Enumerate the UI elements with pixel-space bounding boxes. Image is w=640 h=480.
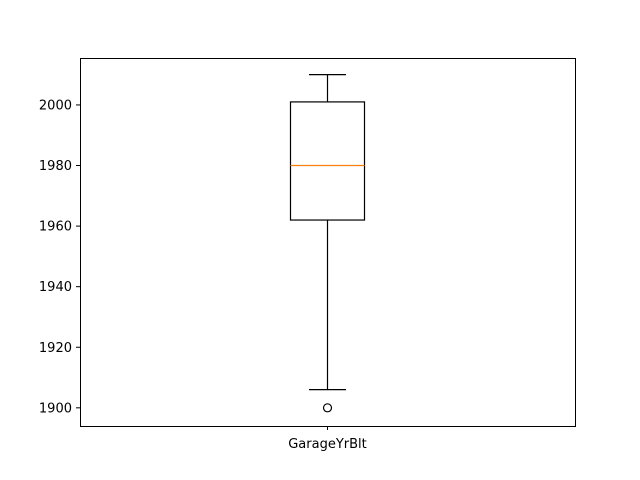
box-series (289, 74, 366, 413)
x-axis: GarageYrBlt (288, 426, 367, 452)
y-tick-label: 2000 (39, 98, 72, 113)
y-tick-label: 1920 (39, 341, 72, 356)
y-tick-label: 1900 (39, 401, 72, 416)
y-tick-label: 1980 (39, 159, 72, 174)
iqr-box (289, 101, 366, 221)
y-tick-label: 1960 (39, 220, 72, 235)
x-tick-label: GarageYrBlt (288, 437, 367, 452)
y-tick-label: 1940 (39, 280, 72, 295)
y-axis: 1900 1920 1940 1960 1980 2000 (39, 98, 80, 416)
outlier-point (322, 403, 333, 413)
